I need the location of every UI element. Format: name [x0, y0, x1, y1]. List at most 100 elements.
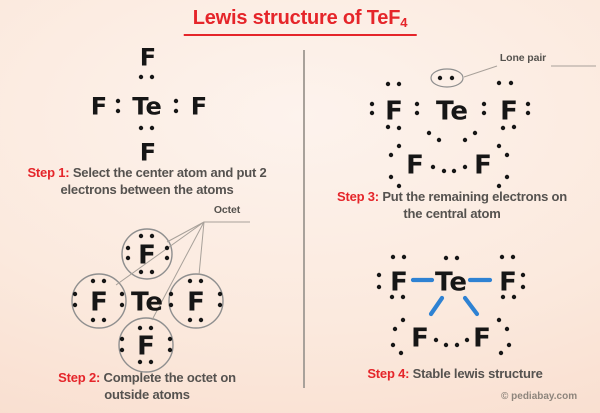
electron-dot [217, 302, 223, 308]
atom-F: F [137, 331, 155, 361]
page-title: Lewis structure of TeF4 [183, 7, 417, 36]
copyright-text: © pediabay.com [501, 391, 578, 402]
electron-dot [388, 174, 394, 180]
bond-line [428, 295, 445, 317]
atom-F: F [473, 323, 491, 353]
electron-dot [148, 325, 154, 331]
pointer-line [463, 65, 498, 78]
electron-dot [500, 294, 506, 300]
octet-circle [118, 317, 174, 373]
electron-dot [449, 75, 455, 81]
step4-caption: Step 4: Stable lewis structure [315, 366, 595, 383]
electron-dot [392, 326, 398, 332]
atom-Te: Te [131, 287, 163, 317]
electron-dot [462, 137, 468, 143]
octet-label: Octet [213, 204, 241, 216]
step4-label: Step 4: [367, 366, 410, 381]
electron-dot [426, 130, 432, 136]
step3-label: Step 3: [336, 189, 379, 204]
atom-Te: Te [435, 267, 467, 297]
electron-dot [508, 80, 514, 86]
electron-dot [498, 350, 504, 356]
electron-dot [167, 347, 173, 353]
atom-F: F [138, 240, 156, 270]
electron-dot [138, 269, 144, 275]
electron-dot [137, 359, 143, 365]
electron-dot [414, 110, 420, 116]
electron-dot [187, 278, 193, 284]
electron-dot [525, 110, 531, 116]
electron-dot [451, 168, 457, 174]
electron-dot [472, 130, 478, 136]
bond-line [462, 295, 480, 317]
title-text: Lewis structure of TeF [192, 7, 401, 29]
electron-dot [510, 254, 516, 260]
electron-dot [500, 125, 506, 131]
electron-dot [396, 125, 402, 131]
electron-dot [167, 336, 173, 342]
electron-dot [396, 81, 402, 87]
electron-dot [437, 75, 443, 81]
electron-dot [464, 337, 470, 343]
lone-pair-oval [430, 68, 464, 88]
electron-dot [217, 291, 223, 297]
electron-dot [520, 284, 526, 290]
electron-dot [454, 342, 460, 348]
electron-dot [481, 110, 487, 116]
electron-dot [390, 254, 396, 260]
pointer-line [166, 221, 205, 243]
electron-dot [376, 272, 382, 278]
atom-F: F [499, 267, 517, 297]
electron-dot [454, 255, 460, 261]
electron-dot [504, 174, 510, 180]
octet-circle [121, 228, 173, 280]
electron-dot [496, 143, 502, 149]
electron-dot [138, 233, 144, 239]
pointer-line [115, 221, 205, 286]
atom-F: F [140, 44, 156, 72]
electron-dot [462, 164, 468, 170]
title-subscript: 4 [400, 15, 408, 30]
electron-dot [173, 108, 179, 114]
electron-dot [499, 254, 505, 260]
electron-dot [496, 80, 502, 86]
electron-dot [149, 233, 155, 239]
electron-dot [511, 124, 517, 130]
electron-dot [125, 245, 131, 251]
step1-label: Step 1: [27, 165, 70, 180]
electron-dot [400, 317, 406, 323]
electron-dot [433, 337, 439, 343]
atom-Te: Te [436, 96, 468, 126]
step4-text: Stable lewis structure [409, 366, 543, 381]
step2-label: Step 2: [58, 370, 101, 385]
electron-dot [168, 291, 174, 297]
electron-dot [101, 278, 107, 284]
electron-dot [388, 152, 394, 158]
atom-F: F [140, 139, 156, 167]
electron-dot [430, 164, 436, 170]
pointer-line [151, 221, 205, 321]
electron-dot [198, 278, 204, 284]
atom-F: F [500, 96, 518, 126]
electron-dot [149, 74, 155, 80]
electron-dot [504, 152, 510, 158]
electron-dot [72, 291, 78, 297]
electron-dot [173, 98, 179, 104]
step3-caption: Step 3: Put the remaining electrons on t… [312, 189, 592, 223]
atom-F: F [390, 267, 408, 297]
electron-dot [481, 101, 487, 107]
electron-dot [443, 255, 449, 261]
electron-dot [164, 245, 170, 251]
electron-dot [511, 294, 517, 300]
pointer-line [198, 221, 205, 276]
electron-dot [115, 98, 121, 104]
step3-text: Put the remaining electrons on the centr… [382, 189, 568, 221]
electron-dot [400, 294, 406, 300]
electron-dot [376, 284, 382, 290]
electron-dot [385, 81, 391, 87]
electron-dot [138, 74, 144, 80]
electron-dot [164, 255, 170, 261]
electron-dot [389, 294, 395, 300]
